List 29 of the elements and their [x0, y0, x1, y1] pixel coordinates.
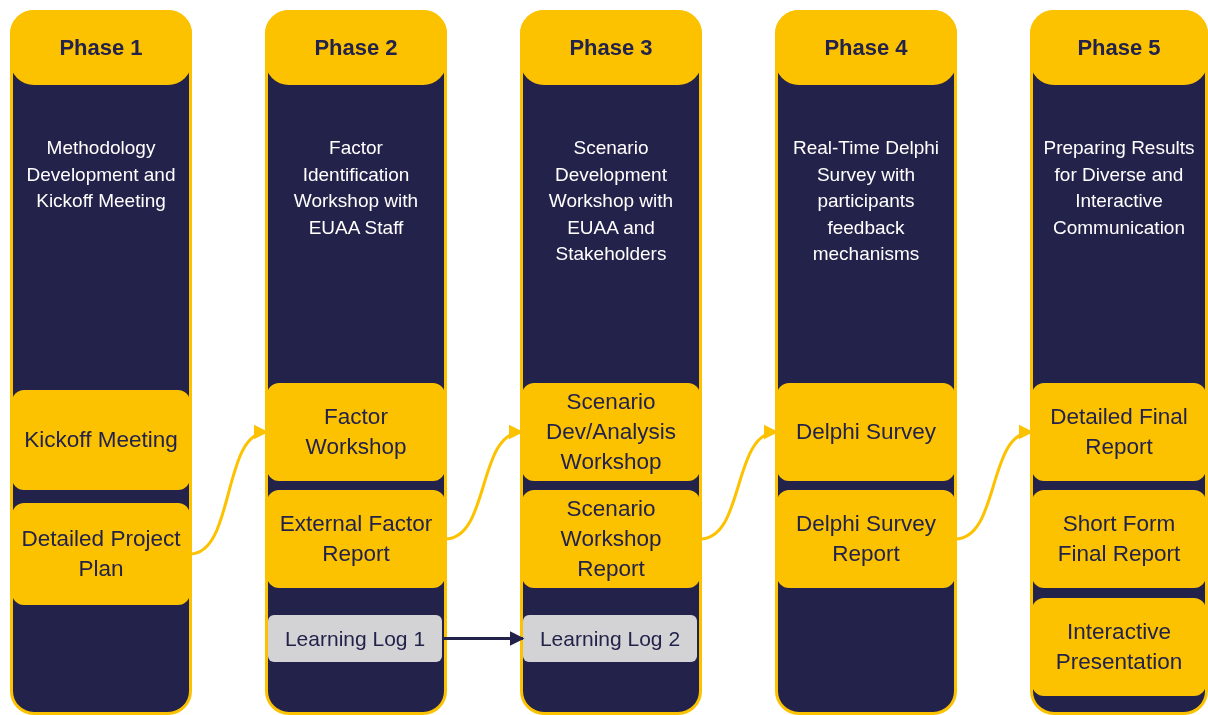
phase-column [520, 10, 702, 715]
deliverable-box: Kickoff Meeting [12, 390, 190, 490]
log-box: Learning Log 2 [523, 615, 697, 662]
phase-header: Phase 1 [10, 10, 192, 85]
deliverable-box: Detailed Project Plan [12, 503, 190, 605]
phase-description: Real-Time Delphi Survey with participants feedback mechanisms [791, 136, 941, 266]
deliverable-box: Interactive Presentation [1032, 598, 1206, 696]
phase-description: Methodology Development and Kickoff Meeting [25, 136, 177, 213]
phase-header: Phase 5 [1030, 10, 1208, 85]
phase-description: Preparing Results for Diverse and Interactive Communication [1042, 136, 1196, 240]
phase-column [775, 10, 957, 715]
deliverable-box: Short Form Final Report [1032, 490, 1206, 588]
log-box: Learning Log 1 [268, 615, 442, 662]
deliverable-box: Delphi Survey Report [777, 490, 955, 588]
deliverable-box: Delphi Survey [777, 383, 955, 481]
phase-column [10, 10, 192, 715]
phase-header: Phase 3 [520, 10, 702, 85]
phase-column [265, 10, 447, 715]
phase-description: Factor Identification Workshop with EUAA Staff [292, 136, 420, 240]
deliverable-box: Factor Workshop [267, 383, 445, 481]
deliverable-box: Scenario Workshop Report [522, 490, 700, 588]
deliverable-box: External Factor Report [267, 490, 445, 588]
phase-column [1030, 10, 1208, 715]
phase-header: Phase 2 [265, 10, 447, 85]
arrow [442, 631, 525, 646]
phase-description: Scenario Development Workshop with EUAA and Stakeholders [547, 136, 675, 266]
deliverable-box: Detailed Final Report [1032, 383, 1206, 481]
deliverable-box: Scenario Dev/Analysis Workshop [522, 383, 700, 481]
phase-header: Phase 4 [775, 10, 957, 85]
